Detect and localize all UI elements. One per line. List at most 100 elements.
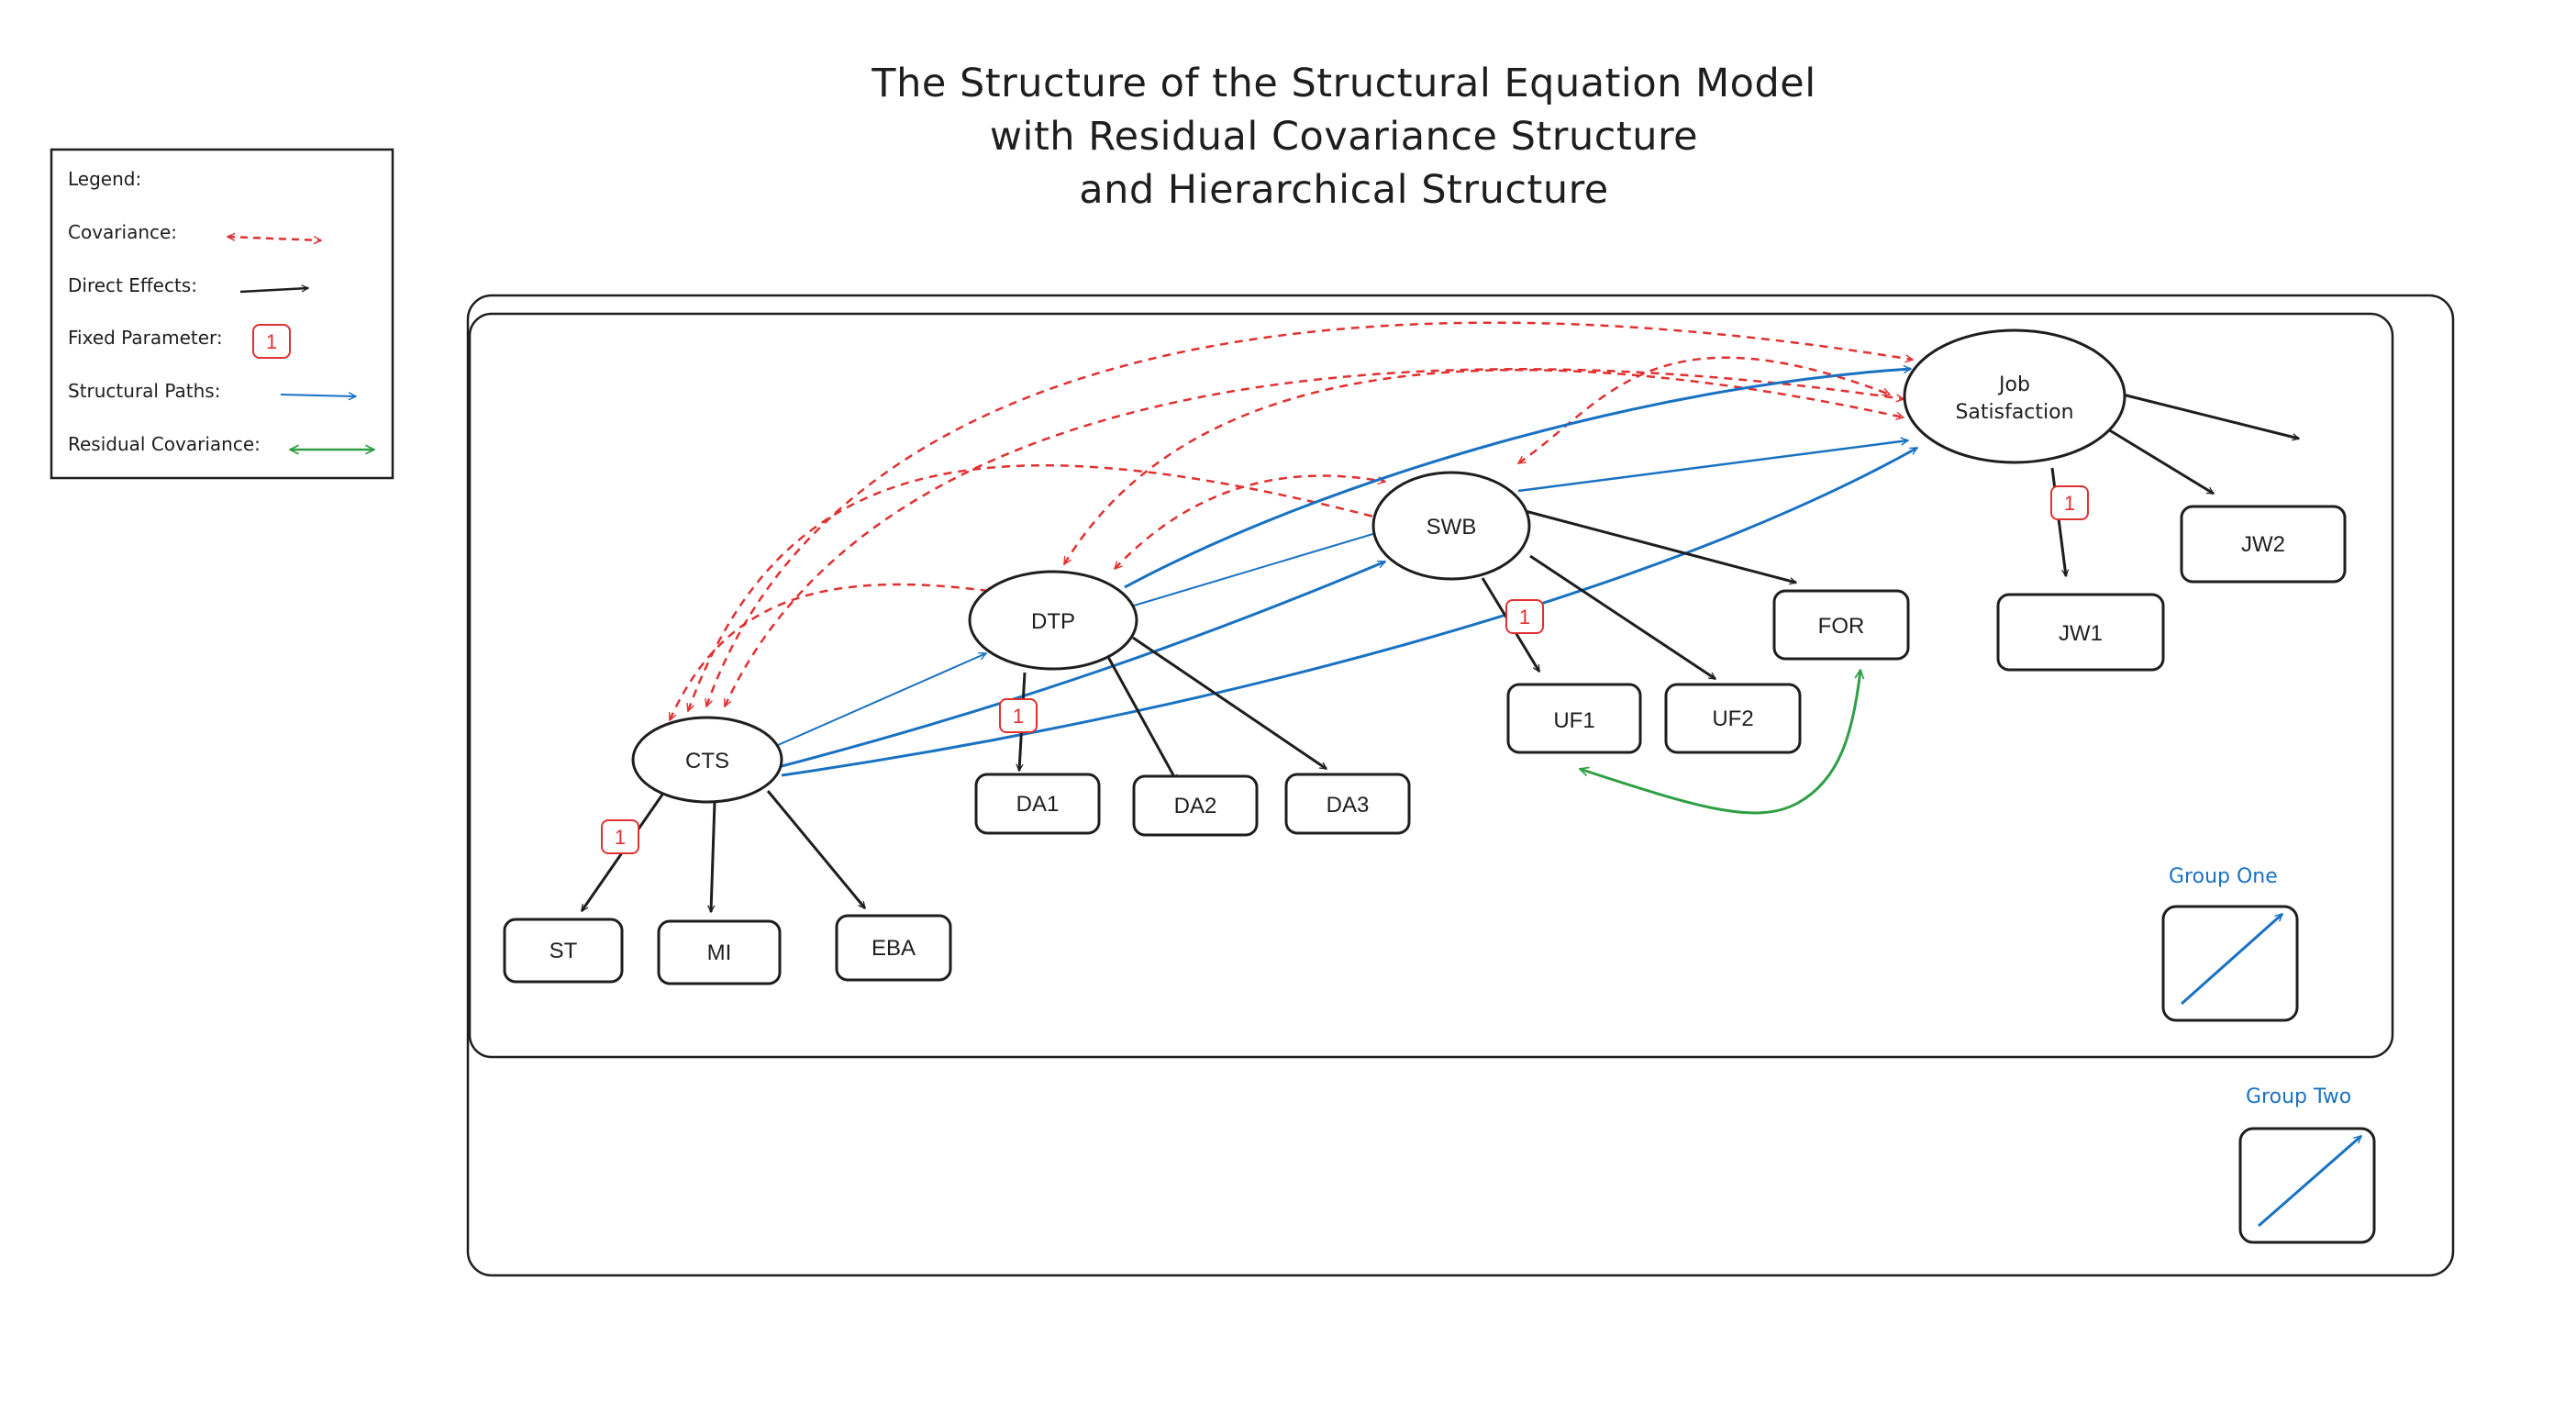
indicator-da1[interactable]: DA1 bbox=[974, 773, 1101, 835]
diagram-title: The Structure of the Structural Equation… bbox=[0, 57, 2576, 217]
cov-cts-job-1 bbox=[706, 321, 1913, 707]
fixed-badge-cts: 1 bbox=[601, 819, 639, 854]
latent-swb-ellipse bbox=[1371, 471, 1531, 581]
fixed-badge-dtp-label: 1 bbox=[1013, 705, 1024, 728]
indicator-jw1-box bbox=[1996, 593, 2165, 672]
indicator-st[interactable]: ST bbox=[503, 918, 624, 984]
indicator-for-label: FOR bbox=[1818, 614, 1865, 639]
fixed-badge-dtp-box bbox=[999, 698, 1038, 733]
fixed-badge-job: 1 bbox=[2050, 485, 2089, 520]
indicator-da2[interactable]: DA2 bbox=[1132, 774, 1259, 837]
group-two-box bbox=[2238, 1127, 2376, 1244]
group-two-arrow bbox=[2258, 1134, 2361, 1228]
indicator-uf1-box bbox=[1506, 683, 1642, 754]
indicator-jw2-box bbox=[2180, 505, 2347, 584]
legend-covariance-arrow bbox=[228, 237, 321, 240]
indicator-da2-label: DA2 bbox=[1174, 794, 1217, 818]
legend-fixed-parameter-label: Fixed Parameter: bbox=[68, 327, 223, 349]
latent-dtp-label: DTP bbox=[1031, 609, 1075, 634]
fixed-badge-swb-box bbox=[1505, 599, 1544, 634]
structural-paths bbox=[777, 369, 1917, 777]
indicator-uf2-label: UF2 bbox=[1712, 707, 1753, 731]
legend-heading: Legend: bbox=[68, 168, 141, 190]
covariance-paths bbox=[668, 321, 1913, 720]
title-line-3: and Hierarchical Structure bbox=[1079, 167, 1609, 213]
struct-cts-dtp bbox=[777, 653, 986, 746]
struct-cts-job bbox=[781, 446, 1917, 777]
legend-structural-arrow bbox=[280, 395, 356, 396]
indicator-eba[interactable]: EBA bbox=[835, 914, 952, 982]
legend: Legend: Covariance: Direct Effects: Fixe… bbox=[50, 148, 394, 480]
cts-to-mi bbox=[711, 801, 716, 912]
swb-to-for bbox=[1517, 507, 1796, 583]
group-one-arrow bbox=[2181, 912, 2282, 1006]
group-two-marker: Group Two bbox=[2238, 1085, 2376, 1244]
latent-dtp[interactable]: DTP bbox=[968, 570, 1138, 671]
indicator-for-box bbox=[1772, 589, 1910, 661]
fixed-badge-job-label: 1 bbox=[2064, 492, 2075, 515]
cts-to-eba bbox=[766, 790, 867, 908]
group-two-label: Group Two bbox=[2246, 1085, 2351, 1108]
dtp-to-da2 bbox=[1106, 656, 1179, 782]
group-two-frame bbox=[466, 294, 2455, 1277]
group-one-label: Group One bbox=[2169, 865, 2278, 888]
title-line-2: with Residual Covariance Structure bbox=[989, 114, 1699, 160]
indicator-da3[interactable]: DA3 bbox=[1284, 773, 1411, 835]
group-one-marker: Group One bbox=[2161, 865, 2299, 1022]
job-to-jw2 bbox=[2107, 428, 2214, 495]
cov-cts-dtp bbox=[668, 583, 995, 720]
cov-swb-job bbox=[1518, 356, 1890, 465]
latent-job-satisfaction[interactable]: Job Satisfaction bbox=[1903, 328, 2126, 464]
indicator-da3-label: DA3 bbox=[1327, 793, 1370, 818]
latent-swb[interactable]: SWB bbox=[1371, 471, 1531, 581]
legend-direct-effects-label: Direct Effects: bbox=[68, 274, 197, 296]
struct-cts-swb bbox=[781, 560, 1385, 768]
struct-swb-job bbox=[1517, 440, 1908, 493]
indicator-st-label: ST bbox=[550, 939, 578, 963]
fixed-badge-cts-box bbox=[601, 819, 639, 854]
legend-fixed-value: 1 bbox=[266, 330, 277, 353]
indicator-eba-label: EBA bbox=[872, 936, 916, 961]
fixed-badge-cts-label: 1 bbox=[615, 826, 626, 849]
residual-cov-uf1-for bbox=[1580, 670, 1860, 815]
struct-dtp-swb bbox=[1133, 530, 1385, 606]
indicator-st-box bbox=[503, 918, 624, 984]
dtp-to-da3 bbox=[1132, 636, 1327, 771]
legend-direct-arrow bbox=[239, 288, 308, 294]
fixed-badge-swb: 1 bbox=[1505, 599, 1544, 634]
latent-cts[interactable]: CTS bbox=[631, 716, 783, 804]
indicator-da1-box bbox=[974, 773, 1101, 835]
latent-job-label-line2: Satisfaction bbox=[1955, 401, 2073, 424]
cov-dtp-swb bbox=[1115, 474, 1385, 569]
group-one-box bbox=[2161, 905, 2299, 1022]
swb-to-uf2 bbox=[1529, 554, 1715, 681]
indicator-mi[interactable]: MI bbox=[657, 919, 782, 985]
cov-dtp-job-1 bbox=[1062, 369, 1904, 564]
job-to-jw1 bbox=[2050, 467, 2066, 576]
legend-structural-paths-label: Structural Paths: bbox=[68, 380, 220, 402]
title-line-1: The Structure of the Structural Equation… bbox=[872, 61, 1816, 106]
latent-cts-label: CTS bbox=[685, 749, 729, 773]
indicator-uf1-label: UF1 bbox=[1553, 708, 1594, 733]
indicator-mi-label: MI bbox=[707, 940, 732, 965]
indicator-da3-box bbox=[1284, 773, 1411, 835]
legend-fixed-badge bbox=[252, 324, 291, 359]
legend-covariance-label: Covariance: bbox=[68, 221, 177, 243]
legend-residual-covariance-label: Residual Covariance: bbox=[68, 433, 261, 455]
indicator-jw2[interactable]: JW2 bbox=[2180, 505, 2347, 584]
indicator-uf2[interactable]: UF2 bbox=[1664, 683, 1802, 754]
indicator-for[interactable]: FOR bbox=[1772, 589, 1910, 661]
indicator-uf1[interactable]: UF1 bbox=[1506, 683, 1642, 754]
latent-dtp-ellipse bbox=[968, 570, 1138, 671]
direct-effects bbox=[580, 393, 2299, 912]
indicator-jw1[interactable]: JW1 bbox=[1996, 593, 2165, 672]
fixed-badge-job-box bbox=[2050, 485, 2089, 520]
legend-frame bbox=[50, 148, 394, 480]
indicator-jw1-label: JW1 bbox=[2059, 621, 2103, 646]
group-one-frame bbox=[468, 312, 2394, 1059]
indicator-da1-label: DA1 bbox=[1016, 792, 1060, 817]
job-to-offscreen bbox=[2122, 393, 2299, 439]
indicator-eba-box bbox=[835, 914, 952, 982]
latent-job-ellipse bbox=[1903, 328, 2126, 464]
indicator-uf2-box bbox=[1664, 683, 1802, 754]
